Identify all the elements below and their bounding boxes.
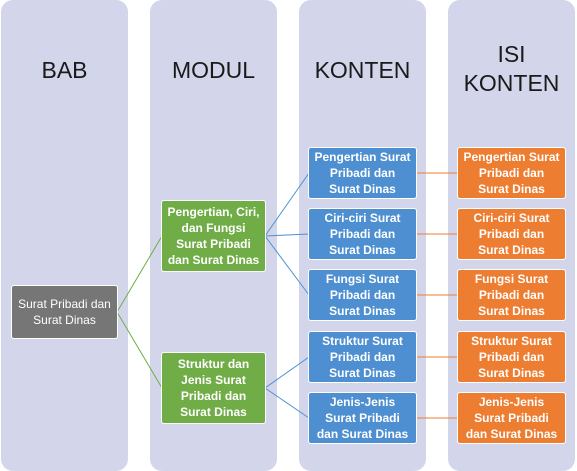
link-modul1-konten-1 — [264, 172, 310, 237]
isi-konten-box-5: Jenis-Jenis Surat Pribadi dan Surat Dina… — [457, 392, 566, 444]
konten-box-4: Struktur Surat Pribadi dan Surat Dinas — [308, 331, 417, 383]
modul-box-2: Struktur dan Jenis Surat Pribadi dan Sur… — [161, 352, 266, 424]
link-modul2-konten-4 — [264, 356, 310, 389]
column-header-modul: MODUL — [171, 57, 256, 83]
link-modul1-konten-3 — [264, 235, 310, 296]
column-header-konten: KONTEN — [314, 57, 411, 83]
isi-konten-box-3: Fungsi Surat Pribadi dan Surat Dinas — [457, 269, 566, 321]
column-header-bab: BAB — [41, 57, 88, 83]
bab-box: Surat Pribadi dan Surat Dinas — [11, 285, 118, 339]
konten-box-5: Jenis-Jenis Surat Pribadi dan Surat Dina… — [308, 392, 417, 444]
column-bab: BAB — [1, 0, 128, 471]
column-header-isi-konten: ISI KONTEN — [463, 41, 560, 96]
link-bab-modul-2 — [116, 311, 163, 389]
konten-box-2: Ciri-ciri Surat Pribadi dan Surat Dinas — [308, 208, 417, 260]
isi-konten-box-2: Ciri-ciri Surat Pribadi dan Surat Dinas — [457, 208, 566, 260]
link-modul2-konten-5 — [264, 387, 310, 419]
link-modul1-konten-2 — [264, 233, 310, 237]
konten-box-3: Fungsi Surat Pribadi dan Surat Dinas — [308, 269, 417, 321]
modul-box-1: Pengertian, Ciri, dan Fungsi Surat Priba… — [161, 200, 266, 272]
konten-box-1: Pengertian Surat Pribadi dan Surat Dinas — [308, 147, 417, 199]
link-bab-modul-1 — [116, 235, 163, 313]
isi-konten-box-4: Struktur Surat Pribadi dan Surat Dinas — [457, 331, 566, 383]
isi-konten-box-1: Pengertian Surat Pribadi dan Surat Dinas — [457, 147, 566, 199]
